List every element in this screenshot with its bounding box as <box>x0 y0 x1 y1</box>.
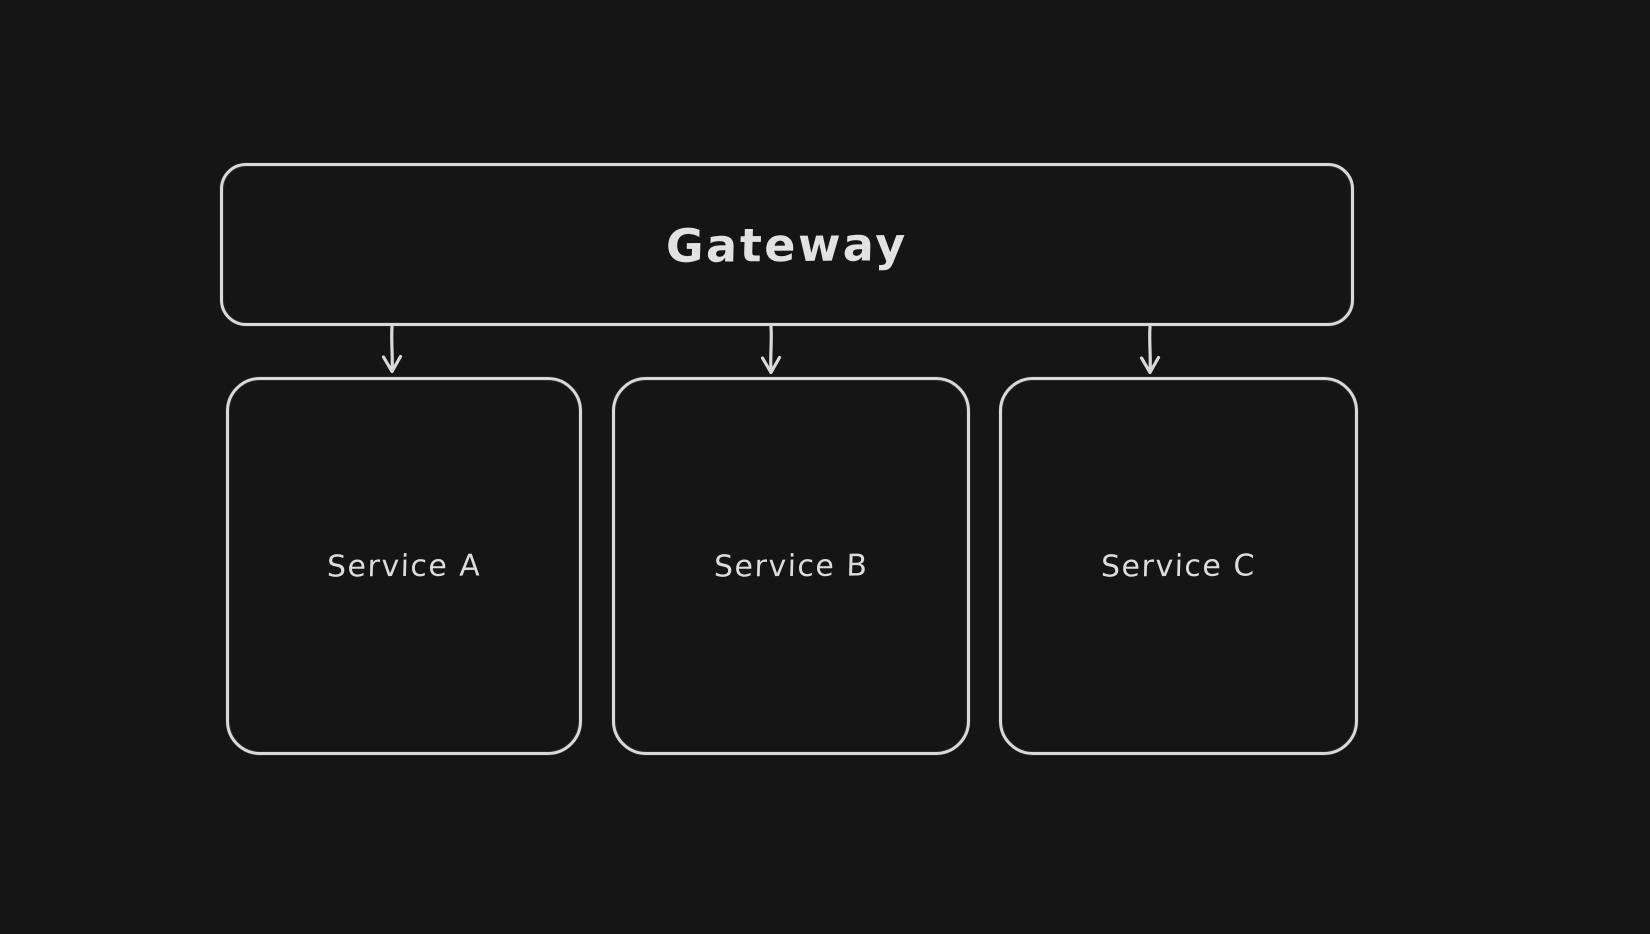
arrow-gateway-to-service-c[interactable] <box>1139 325 1161 375</box>
node-service-b-label: Service B <box>713 547 869 585</box>
node-service-a-label: Service A <box>326 547 482 585</box>
node-gateway[interactable]: Gateway <box>220 163 1354 326</box>
arrow-gateway-to-service-a[interactable] <box>381 325 403 374</box>
arrow-gateway-to-service-b[interactable] <box>760 325 782 375</box>
node-service-b[interactable]: Service B <box>612 377 970 755</box>
node-service-a[interactable]: Service A <box>226 377 582 755</box>
node-gateway-label: Gateway <box>665 216 909 273</box>
node-service-c[interactable]: Service C <box>999 377 1358 755</box>
node-service-c-label: Service C <box>1100 547 1257 585</box>
